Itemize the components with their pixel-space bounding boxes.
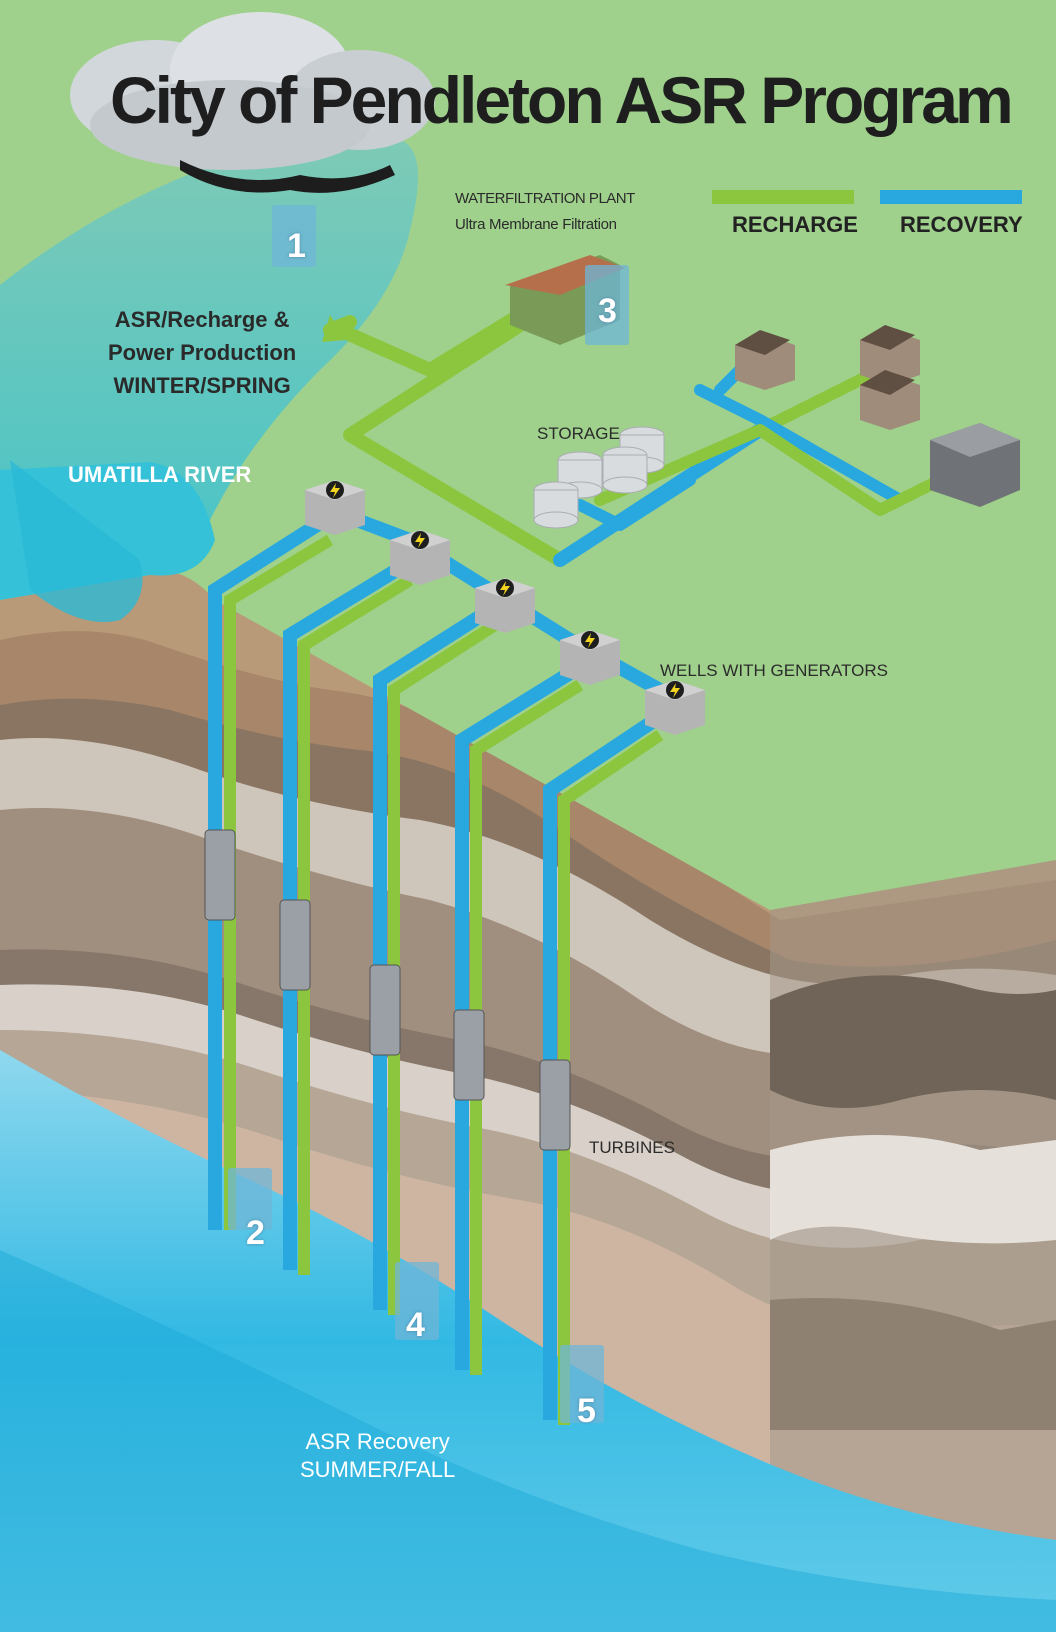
step-3-marker: 3 <box>598 292 617 330</box>
winter-line-1: ASR/Recharge & <box>114 307 290 332</box>
well-pipes <box>208 514 664 1425</box>
filtration-plant-sublabel: Ultra Membrane Filtration <box>455 216 617 233</box>
cloud <box>70 12 435 193</box>
legend-bars <box>712 190 1022 204</box>
water-drop-icons <box>228 205 629 1423</box>
recharge-legend-label: RECHARGE <box>732 212 858 237</box>
river-label: UMATILLA RIVER <box>68 462 252 487</box>
recovery-legend-label: RECOVERY <box>900 212 1023 237</box>
recharge-legend-bar <box>712 190 854 204</box>
turbines-label: TURBINES <box>589 1138 675 1157</box>
page-title: City of Pendleton ASR Program <box>110 63 1014 137</box>
wells-label: WELLS WITH GENERATORS <box>660 661 888 680</box>
summer-line-2: SUMMER/FALL <box>300 1457 456 1482</box>
winter-line-2: Power Production <box>108 340 297 365</box>
step-5-marker: 5 <box>577 1392 596 1430</box>
step-2-marker: 2 <box>246 1214 265 1252</box>
turbines <box>204 829 571 1151</box>
houses <box>735 325 1020 507</box>
summer-fall-label: ASR Recovery SUMMER/FALL <box>300 1428 455 1484</box>
storage-label: STORAGE <box>537 424 620 443</box>
step-4-marker: 4 <box>406 1306 425 1344</box>
filtration-plant-label: WATERFILTRATION PLANT <box>455 190 635 207</box>
summer-line-1: ASR Recovery <box>305 1429 450 1454</box>
step-1-marker: 1 <box>287 227 306 265</box>
cube-side <box>770 860 1056 1632</box>
winter-spring-label: ASR/Recharge & Power Production WINTER/S… <box>108 303 296 402</box>
generators <box>305 480 705 735</box>
storage-tanks <box>533 426 665 529</box>
recovery-legend-bar <box>880 190 1022 204</box>
aquifer-highlight <box>0 1250 1056 1632</box>
winter-line-3: WINTER/SPRING <box>113 373 291 398</box>
